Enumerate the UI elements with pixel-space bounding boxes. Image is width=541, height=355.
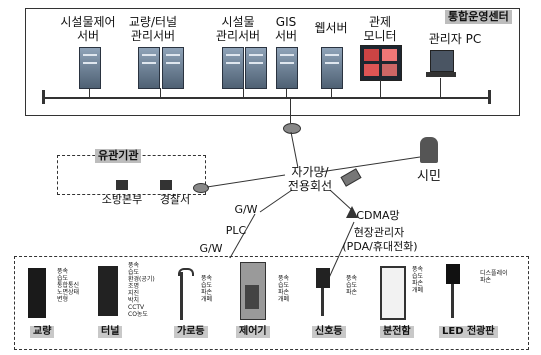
spec-text: CO농도 — [128, 311, 155, 318]
spec-text: 파손 — [480, 277, 508, 284]
spec-text: 노면상태 — [57, 289, 79, 296]
distribution-specs: 풍속 습도 파손 개폐 — [412, 266, 423, 294]
cdma-label: CDMA망 — [352, 209, 404, 222]
spec-text: 습도 — [278, 282, 289, 289]
controller-device-icon — [240, 262, 266, 320]
gateway-2-label: G/W — [196, 242, 226, 255]
tunnel-specs: 풍속 습도 환경(공기) 조명 지진 박치 CCTV CO농도 — [128, 262, 155, 318]
spec-text: 습도 — [412, 273, 423, 280]
spec-text: 풍속 — [57, 268, 79, 275]
spec-text: 변형 — [57, 296, 79, 303]
gateway-1-label: G/W — [231, 203, 261, 216]
bridge-specs: 풍속 습도 통합통신 노면상태 변형 — [57, 268, 79, 303]
spec-text: 개폐 — [278, 296, 289, 303]
tunnel-label: 터널 — [98, 326, 122, 338]
citizen-icon — [420, 137, 438, 163]
streetlight-icon — [180, 272, 183, 320]
spec-text: 습도 — [128, 269, 155, 276]
led-sign-pole — [451, 284, 454, 318]
spec-text: 개폐 — [412, 287, 423, 294]
spec-text: 박치 — [128, 297, 155, 304]
spec-text: 풍속 — [201, 275, 212, 282]
controller-panel — [245, 285, 259, 309]
distribution-label: 분전함 — [380, 326, 414, 338]
link-router-core — [291, 132, 298, 168]
signal-specs-left: 풍속 습도 파손 개폐 — [278, 275, 289, 303]
link-core-gateway1 — [260, 190, 292, 212]
led-specs: 디스플레이 파손 — [480, 270, 508, 284]
spec-text: 개폐 — [201, 296, 212, 303]
spec-text: 통합통신 — [57, 282, 79, 289]
spec-text: 파손 — [201, 289, 212, 296]
distribution-box-icon — [380, 266, 406, 320]
spec-text: 파손 — [278, 289, 289, 296]
link-agency-core — [207, 175, 285, 187]
bridge-label: 교량 — [30, 326, 54, 338]
spec-text: 풍속 — [128, 262, 155, 269]
spec-text: 지진 — [128, 290, 155, 297]
spec-text: 환경(공기) — [128, 276, 155, 283]
spec-text: 파손 — [412, 280, 423, 287]
spec-text: 습도 — [57, 275, 79, 282]
spec-text: 풍속 — [278, 275, 289, 282]
spec-text: CCTV — [128, 304, 155, 311]
traffic-signal-icon — [316, 268, 330, 288]
plc-label: PLC — [222, 224, 250, 237]
spec-text: 디스플레이 — [480, 270, 508, 277]
led-sign-icon — [446, 264, 460, 284]
spec-text: 풍속 — [412, 266, 423, 273]
signal-label: 신호등 — [312, 326, 346, 338]
spec-text: 조명 — [128, 283, 155, 290]
streetlight-label: 가로등 — [174, 326, 208, 338]
tunnel-device-icon — [98, 266, 118, 316]
controller-label: 제어기 — [236, 326, 270, 338]
spec-text: 습도 — [201, 282, 212, 289]
spec-text: 풍속 — [346, 275, 357, 282]
traffic-signal-pole — [321, 288, 324, 316]
spec-text: 습도 — [346, 282, 357, 289]
core-network-label-line1: 자가망/ — [280, 166, 340, 179]
led-sign-label: LED 전광판 — [439, 326, 498, 338]
citizen-label: 시민 — [414, 170, 444, 183]
signal-specs-right: 풍속 습도 파손 — [346, 275, 357, 296]
bridge-device-icon — [28, 268, 46, 318]
field-manager-label-line1: 현장관리자 — [344, 226, 414, 239]
streetlight-head — [178, 268, 194, 276]
core-network-label-line2: 전용회선 — [276, 180, 344, 193]
spec-text: 파손 — [346, 289, 357, 296]
field-manager-label-line2: (PDA/휴대전화) — [332, 240, 428, 253]
streetlight-specs: 풍속 습도 파손 개폐 — [201, 275, 212, 303]
